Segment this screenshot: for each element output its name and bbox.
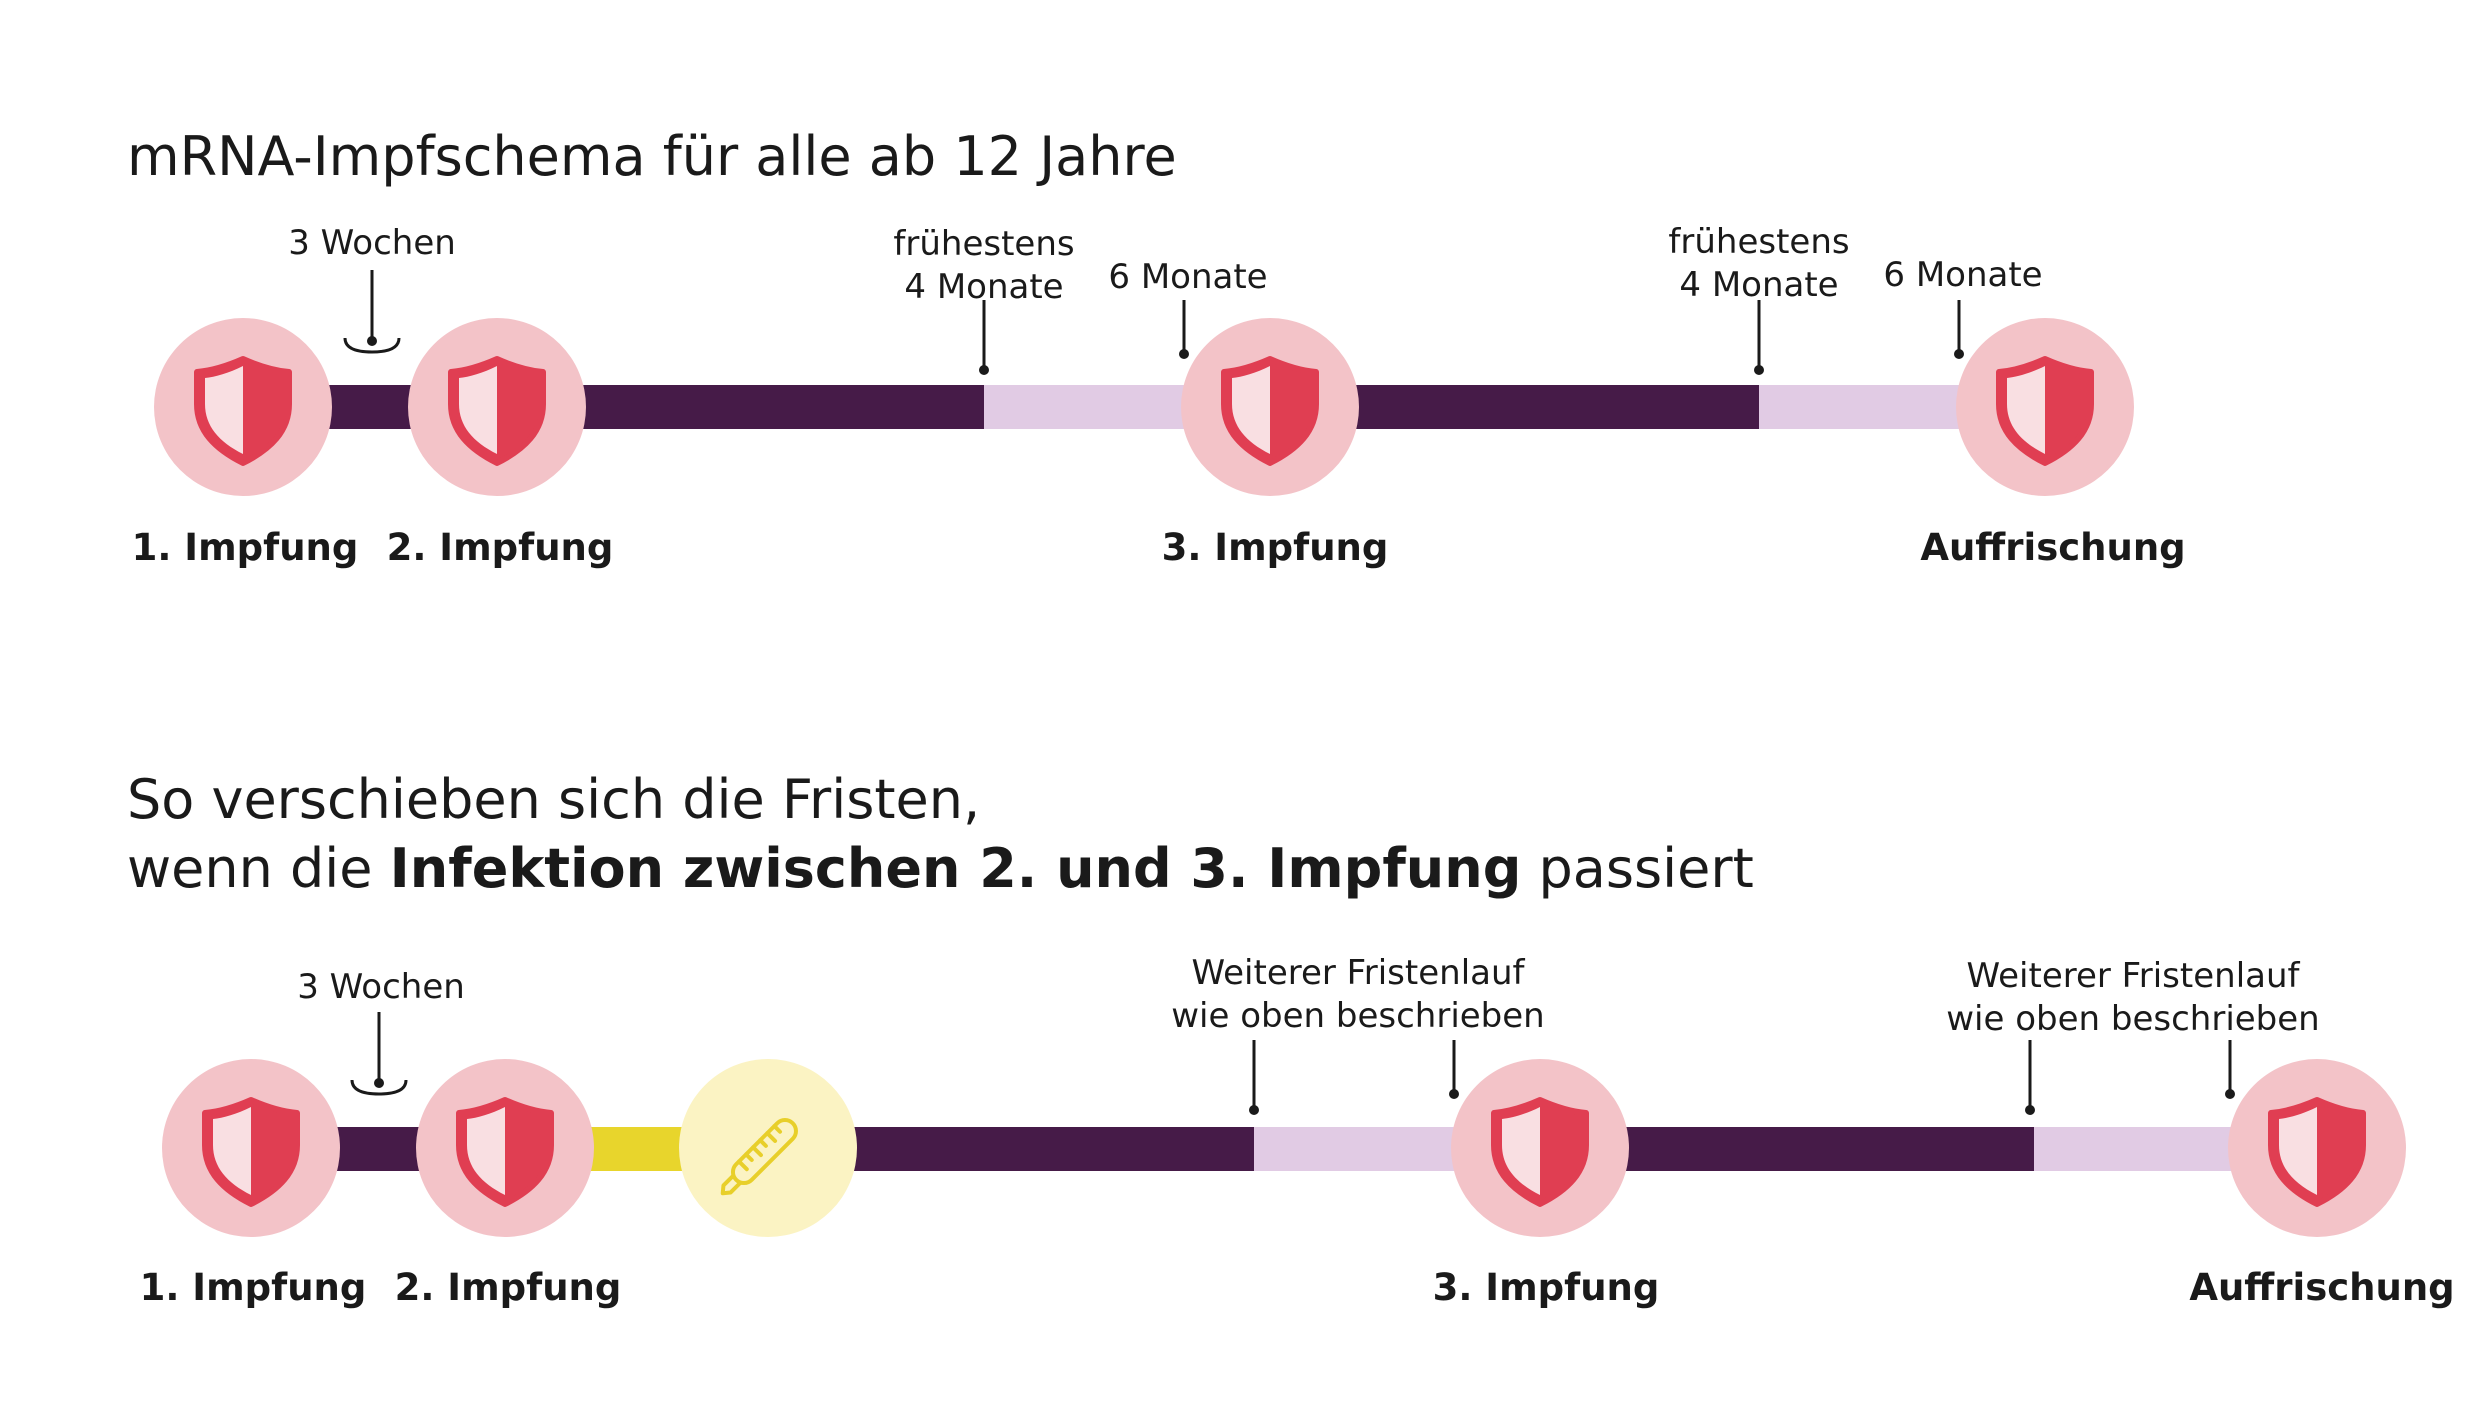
thermometer-icon: [720, 1118, 798, 1196]
earliest-label: frühestens 4 Monate: [893, 224, 1075, 307]
caption-second-vaccination: 2. Impfung: [394, 1266, 622, 1309]
interval-dot: [374, 1078, 384, 1088]
vaccination-circle: [2228, 1059, 2406, 1237]
vaccination-circle: [162, 1059, 340, 1237]
caption-first-vaccination: 1. Impfung: [131, 526, 359, 569]
diagram2-title-line2-pre: wenn die: [127, 837, 390, 901]
infection-circle: [679, 1059, 857, 1237]
bar-segment: [1254, 1127, 1454, 1171]
interval-bracket: [343, 337, 401, 354]
tick-dot: [2225, 1089, 2235, 1099]
further-schedule-label: Weiterer Fristenlauf wie oben beschriebe…: [1946, 956, 2320, 1039]
caption-booster: Auffrischung: [2189, 1266, 2455, 1309]
vaccination-circle: [154, 318, 332, 496]
diagram2-title-line1: So verschieben sich die Fristen,: [127, 768, 981, 831]
caption-booster: Auffrischung: [1920, 526, 2186, 569]
vaccination-circle: [408, 318, 586, 496]
diagram2-title-line2-bold: Infektion zwischen 2. und 3. Impfung: [389, 837, 1522, 901]
bar-segment: [1759, 385, 1959, 429]
interval-label: 3 Wochen: [297, 967, 465, 1007]
interval-label: 3 Wochen: [288, 223, 456, 263]
vaccination-circle: [1451, 1059, 1629, 1237]
diagram1-title: mRNA-Impfschema für alle ab 12 Jahre: [127, 125, 1177, 188]
caption-second-vaccination: 2. Impfung: [386, 526, 614, 569]
earliest-label: frühestens 4 Monate: [1668, 222, 1850, 305]
vaccination-circle: [1956, 318, 2134, 496]
caption-first-vaccination: 1. Impfung: [139, 1266, 367, 1309]
months-label: 6 Monate: [1108, 257, 1268, 297]
tick-dot: [1954, 349, 1964, 359]
bar-segment: [2034, 1127, 2234, 1171]
caption-third-vaccination: 3. Impfung: [1161, 526, 1389, 569]
diagram2-timeline: [162, 1012, 2406, 1237]
diagram1-timeline: [154, 270, 2134, 496]
vaccination-circle: [1181, 318, 1359, 496]
diagram2-title-line2-post: passiert: [1521, 837, 1754, 901]
tick-dot: [1449, 1089, 1459, 1099]
tick-dot: [1249, 1105, 1259, 1115]
further-schedule-label: Weiterer Fristenlauf wie oben beschriebe…: [1171, 953, 1545, 1036]
bar-segment: [984, 385, 1184, 429]
months-label: 6 Monate: [1883, 255, 2043, 295]
diagram2-title: So verschieben sich die Fristen,wenn die…: [127, 765, 1754, 903]
interval-bracket: [350, 1079, 408, 1096]
tick-dot: [1754, 365, 1764, 375]
vaccination-circle: [416, 1059, 594, 1237]
tick-dot: [979, 365, 989, 375]
caption-third-vaccination: 3. Impfung: [1432, 1266, 1660, 1309]
tick-dot: [1179, 349, 1189, 359]
tick-dot: [2025, 1105, 2035, 1115]
interval-dot: [367, 336, 377, 346]
